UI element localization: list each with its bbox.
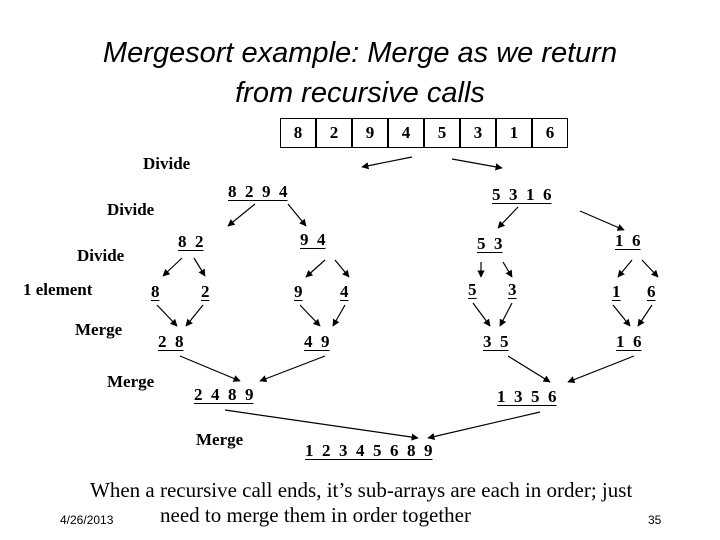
sorted-array: 1 2 3 4 5 6 8 9	[305, 441, 433, 460]
arrow	[451, 158, 503, 171]
arrow	[185, 304, 204, 327]
element-9: 9	[294, 282, 303, 301]
merged-right-half: 1 3 5 6	[497, 387, 557, 406]
merged-2-8: 2 8	[158, 332, 184, 351]
merged-1-6: 1 6	[616, 332, 642, 351]
element-4: 4	[340, 282, 349, 301]
note-line2: need to merge them in order together	[160, 503, 472, 527]
array-cell-1: 8	[280, 118, 316, 148]
element-6: 6	[647, 282, 656, 301]
label-merge-3: Merge	[196, 430, 244, 449]
slide-title-line1: Mergesort example: Merge as we return	[102, 37, 618, 69]
merged-left-half: 2 4 8 9	[194, 385, 254, 404]
footer-date: 4/26/2013	[60, 513, 114, 527]
arrow	[305, 259, 326, 278]
label-divide-2: Divide	[107, 200, 155, 219]
arrow	[334, 259, 350, 278]
element-1: 1	[612, 282, 621, 301]
arrow	[612, 304, 631, 327]
arrow	[637, 304, 653, 327]
arrow	[641, 259, 659, 278]
array-cell-6: 3	[460, 118, 496, 148]
element-8: 8	[151, 282, 160, 301]
arrow	[299, 304, 321, 327]
subarray-9-4: 9 4	[300, 230, 326, 249]
footer-page-number: 35	[648, 513, 662, 527]
arrow	[567, 355, 635, 383]
array-cell-4: 4	[388, 118, 424, 148]
subarray-5-3: 5 3	[477, 234, 503, 253]
arrow	[361, 156, 413, 170]
note-line1: When a recursive call ends, it’s sub-arr…	[90, 478, 633, 502]
arrow	[162, 257, 183, 277]
element-3: 3	[508, 280, 517, 299]
arrow	[224, 409, 419, 441]
array-cell-7: 1	[496, 118, 532, 148]
array-cell-2: 2	[316, 118, 352, 148]
label-divide-3: Divide	[77, 246, 125, 265]
label-merge-2: Merge	[107, 372, 155, 391]
slide-title-line2: from recursive calls	[235, 77, 485, 109]
array-cell-5: 5	[424, 118, 460, 148]
element-2: 2	[201, 282, 210, 301]
label-merge-1: Merge	[75, 320, 123, 339]
arrow	[287, 203, 307, 227]
arrow	[193, 257, 206, 277]
arrow	[332, 304, 346, 327]
arrow	[179, 355, 241, 382]
arrow	[472, 302, 491, 327]
arrow	[617, 259, 633, 278]
label-one-element: 1 element	[23, 280, 93, 299]
array-cell-3: 9	[352, 118, 388, 148]
subarray-left-half: 8 2 9 4	[228, 182, 288, 201]
subarray-1-6: 1 6	[615, 231, 641, 250]
arrow	[507, 355, 551, 383]
arrow	[499, 302, 513, 327]
merged-3-5: 3 5	[483, 332, 509, 351]
element-5: 5	[468, 280, 477, 299]
arrow	[259, 355, 326, 383]
arrow	[579, 210, 625, 231]
subarray-8-2: 8 2	[178, 232, 204, 251]
array-cell-8: 6	[532, 118, 568, 148]
arrow	[227, 203, 256, 227]
arrow	[497, 206, 519, 229]
arrow	[156, 304, 178, 327]
arrow	[502, 261, 513, 278]
label-divide-1: Divide	[143, 154, 191, 173]
merged-4-9: 4 9	[304, 332, 330, 351]
subarray-right-half: 5 3 1 6	[492, 185, 552, 204]
arrow	[427, 411, 541, 441]
